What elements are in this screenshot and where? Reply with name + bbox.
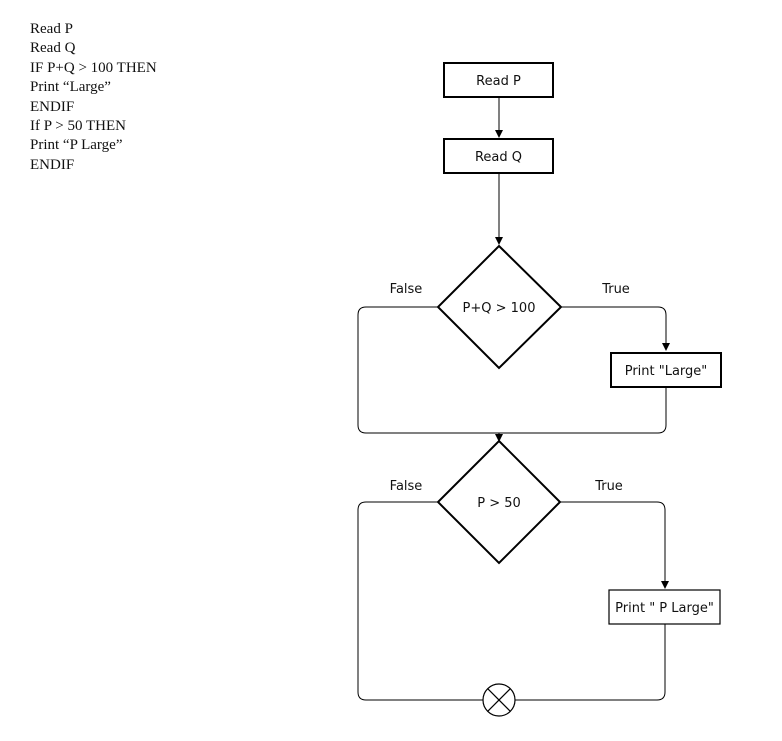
print-large-box — [610, 352, 722, 388]
print-p-large-box — [608, 589, 721, 625]
pseudocode-line-2: Read Q — [30, 40, 76, 57]
decision1-diamond — [436, 244, 563, 370]
decision1-true-label: True — [601, 282, 630, 297]
read-q-label: Read Q — [475, 150, 522, 165]
read-p-label: Read P — [476, 74, 521, 89]
print-p-large-return-path — [515, 624, 666, 701]
print-p-large-label: Print " P Large" — [615, 601, 714, 616]
pseudocode-line-5: ENDIF — [30, 98, 75, 115]
read-p-box — [443, 62, 554, 98]
print-large-return-path — [499, 387, 667, 434]
print-large-label: Print "Large" — [625, 364, 708, 379]
decision2-true-label: True — [594, 479, 623, 494]
or-connector-icon — [482, 683, 516, 717]
decision1-false-path — [357, 306, 499, 434]
pseudocode-line-8: ENDIF — [30, 156, 75, 173]
decision1-true-path — [561, 306, 670, 351]
decision1-false-label: False — [390, 282, 423, 297]
pseudocode-line-3: IF P+Q > 100 THEN — [30, 59, 157, 76]
decision1-label: P+Q > 100 — [463, 301, 536, 316]
decision2-label: P > 50 — [477, 496, 521, 511]
pseudocode-line-7: Print “P Large” — [30, 137, 123, 154]
pseudocode-line-6: If P > 50 THEN — [30, 118, 126, 135]
pseudocode-line-4: Print “Large” — [30, 79, 111, 96]
pseudocode-block: Read P Read Q IF P+Q > 100 THEN Print “L… — [30, 20, 157, 175]
decision2-true-path — [560, 501, 669, 589]
pseudocode-line-1: Read P — [30, 21, 73, 37]
decision2-diamond — [436, 439, 562, 565]
decision2-false-label: False — [390, 479, 423, 494]
decision2-false-path — [357, 501, 483, 701]
